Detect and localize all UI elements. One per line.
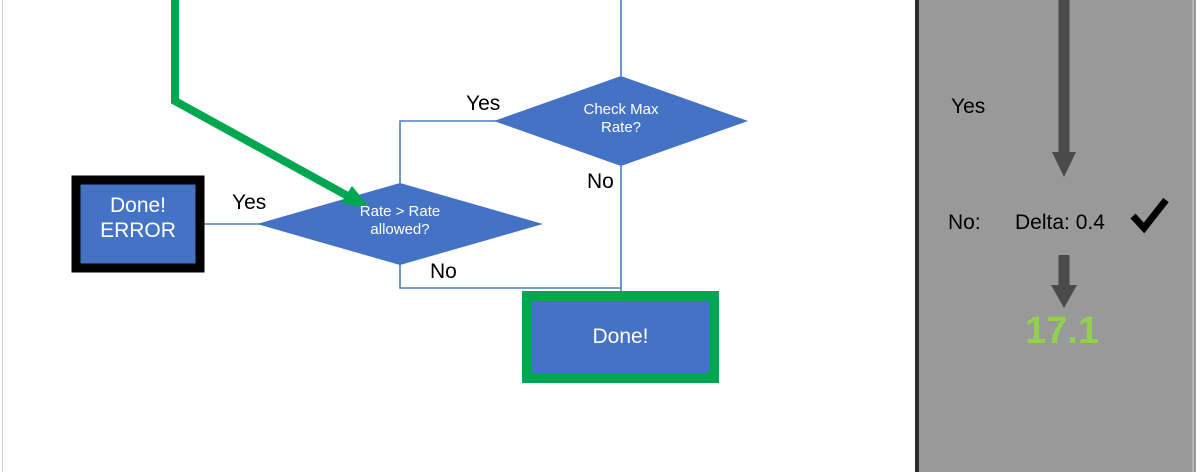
node-rate-gt-rate-allowed[interactable] bbox=[257, 183, 543, 265]
connector-check-max-yes bbox=[399, 120, 527, 183]
edge-label-check-max-no: No bbox=[587, 170, 614, 193]
side-panel bbox=[915, 0, 1196, 472]
node-done-error-line1: Done! bbox=[109, 194, 167, 217]
node-done-error-line2: ERROR bbox=[100, 218, 176, 242]
panel-right-divider bbox=[1192, 0, 1194, 472]
edge-label-rate-no: No bbox=[430, 260, 457, 283]
node-check-max-rate-label: Check Max Rate? bbox=[551, 101, 691, 136]
node-done-error-label: Done! ERROR bbox=[80, 194, 196, 244]
node-check-max-rate-line2: Rate? bbox=[600, 118, 642, 136]
highlight-path-green bbox=[171, 0, 371, 209]
node-check-max-rate[interactable] bbox=[494, 76, 748, 166]
highlight-arrowhead bbox=[341, 186, 371, 209]
node-done[interactable] bbox=[522, 291, 719, 383]
panel-yes-label: Yes bbox=[951, 95, 986, 118]
node-rate-gt-rate-allowed-label: Rate > Rate allowed? bbox=[330, 203, 470, 238]
panel-result-value: 17.1 bbox=[1025, 310, 1099, 352]
edge-label-check-max-yes: Yes bbox=[466, 92, 501, 115]
flowchart-canvas bbox=[71, 0, 748, 383]
node-rate-line2: allowed? bbox=[370, 220, 430, 238]
edge-label-rate-yes: Yes bbox=[232, 191, 267, 214]
node-done-line1: Done! bbox=[592, 325, 649, 348]
node-done-error[interactable] bbox=[71, 175, 205, 273]
node-done-label: Done! bbox=[530, 325, 711, 350]
panel-no-label: No: bbox=[948, 211, 981, 234]
node-rate-line1: Rate > Rate bbox=[359, 203, 441, 220]
page-edge-line bbox=[2, 0, 3, 472]
node-check-max-rate-line1: Check Max bbox=[583, 101, 659, 118]
panel-delta-label: Delta: 0.4 bbox=[1015, 211, 1105, 234]
panel-right-edge bbox=[1198, 0, 1202, 472]
